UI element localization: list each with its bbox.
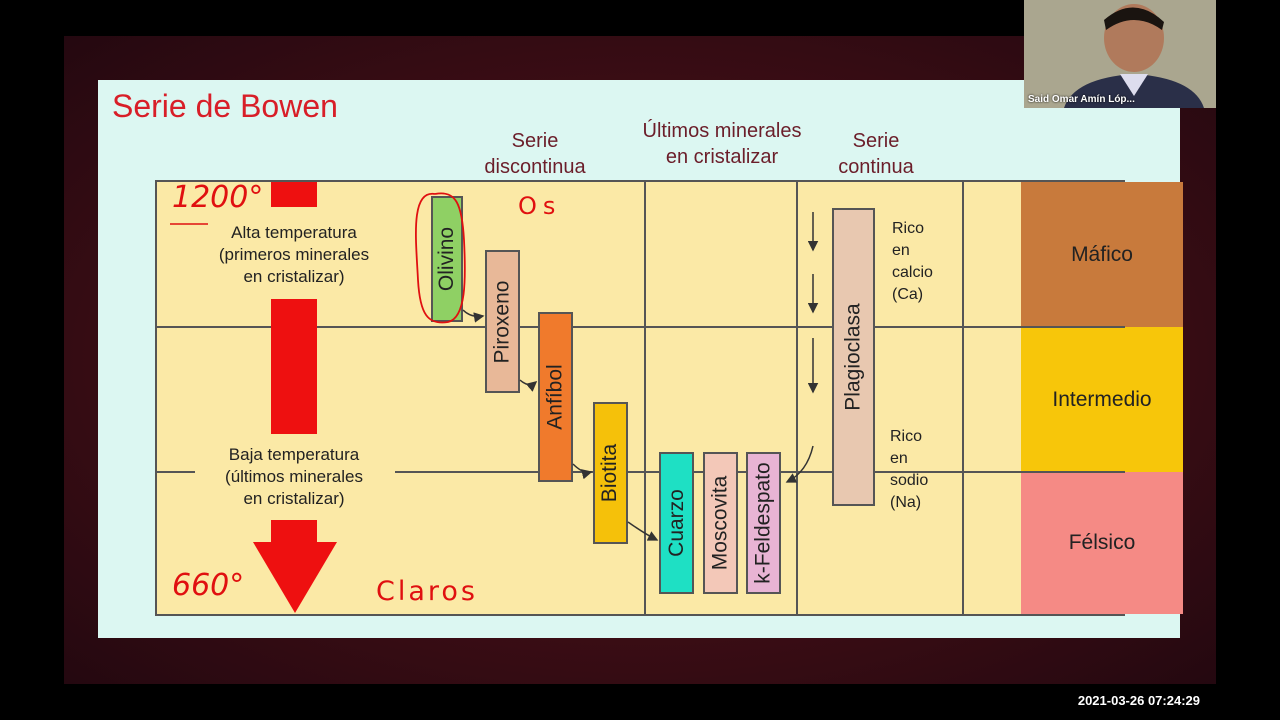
slide: Serie de Bowen Serie discontinua Últimos…: [98, 80, 1183, 638]
category-mafico: Máfico: [1021, 182, 1183, 327]
rich-sodium-label: Rico en sodio (Na): [890, 428, 929, 511]
category-mafico-label: Máfico: [1071, 242, 1133, 266]
divider: [644, 182, 646, 614]
recording-timestamp: 2021-03-26 07:24:29: [1077, 693, 1200, 708]
participant-avatar: [1024, 0, 1216, 108]
temperature-bar-top: [271, 182, 317, 207]
mineral-anfibol-label: Anfíbol: [543, 364, 567, 430]
mineral-moscovita: Moscovita: [703, 452, 738, 594]
mineral-biotita: Biotita: [593, 402, 628, 544]
divider: [962, 182, 964, 614]
mineral-biotita-label: Biotita: [598, 443, 622, 503]
mineral-moscovita-label: Moscovita: [708, 475, 732, 571]
annotation-os: Os: [518, 192, 562, 220]
header-discontinuous-series: Serie discontinua: [484, 130, 586, 178]
mineral-cuarzo-label: Cuarzo: [664, 489, 688, 557]
mineral-piroxeno-label: Piroxeno: [490, 280, 514, 363]
bowen-table: Máfico Intermedio Félsico Alta temperatu…: [155, 180, 1183, 616]
low-temperature-label: Baja temperatura (últimos minerales en c…: [225, 445, 363, 508]
temperature-bar-bottom: [271, 520, 317, 544]
divider: [796, 182, 798, 614]
mineral-k-feldespato-label: k-Feldespato: [751, 462, 775, 584]
category-felsico: Félsico: [1021, 472, 1183, 614]
divider: [157, 471, 195, 473]
annotation-high-temperature: 1200°: [172, 180, 264, 215]
mineral-anfibol: Anfíbol: [538, 312, 573, 482]
rich-calcium-label: Rico en calcio (Ca): [892, 220, 933, 303]
header-continuous-series: Serie continua: [838, 130, 914, 178]
participant-name: Said Omar Amín Lóp...: [1028, 94, 1135, 105]
mineral-piroxeno: Piroxeno: [485, 250, 520, 393]
category-intermedio-label: Intermedio: [1052, 387, 1152, 411]
slide-title: Serie de Bowen: [112, 88, 338, 124]
annotation-low-temperature: 660°: [172, 568, 245, 603]
mineral-olivino-label: Olivino: [435, 226, 459, 292]
category-felsico-label: Félsico: [1068, 531, 1136, 554]
mineral-cuarzo: Cuarzo: [659, 452, 694, 594]
participant-video[interactable]: Said Omar Amín Lóp...: [1024, 0, 1216, 108]
annotation-claros: Claros: [376, 576, 478, 607]
mineral-olivino: Olivino: [431, 196, 463, 322]
high-temperature-label: Alta temperatura (primeros minerales en …: [218, 223, 370, 286]
divider: [962, 326, 1125, 328]
mineral-plagioclasa-label: Plagioclasa: [841, 303, 865, 411]
category-intermedio: Intermedio: [1021, 327, 1183, 472]
mineral-plagioclasa: Plagioclasa: [832, 208, 875, 506]
mineral-k-feldespato: k-Feldespato: [746, 452, 781, 594]
temperature-bar-middle: [271, 299, 317, 434]
header-last-minerals: Últimos minerales en cristalizar: [642, 120, 802, 168]
divider: [962, 471, 1125, 473]
